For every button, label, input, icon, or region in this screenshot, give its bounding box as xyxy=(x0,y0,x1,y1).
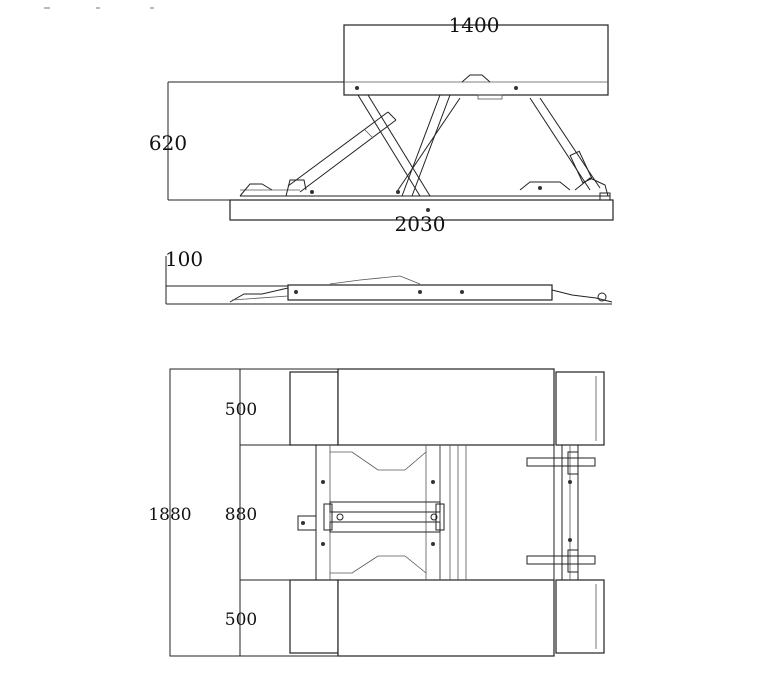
scissor-arm xyxy=(397,97,461,191)
ramp-hinge xyxy=(239,183,273,197)
frame-bolt xyxy=(321,542,325,546)
dim-lowered-height: 100 xyxy=(165,247,203,271)
scissor-arm xyxy=(411,94,451,197)
shaft-bolt xyxy=(568,538,572,542)
cross-bar-end xyxy=(323,503,333,531)
platform-pivot xyxy=(461,74,491,83)
center-frame-brace xyxy=(330,451,427,471)
frame-bolt xyxy=(396,190,400,194)
raised-platform xyxy=(343,24,609,96)
frame-bolt xyxy=(321,480,325,484)
base-stop xyxy=(599,192,611,201)
lowered-ramp xyxy=(229,287,289,303)
bottom-platform xyxy=(337,579,555,657)
top-platform xyxy=(337,368,555,446)
pivot-pin xyxy=(336,513,344,521)
top-view: 1880 500 880 500 xyxy=(148,368,605,657)
frame-bolt xyxy=(431,480,435,484)
shaft-collar xyxy=(567,549,579,573)
dim-gap-width: 880 xyxy=(225,505,257,525)
scissor-arm xyxy=(529,97,591,191)
scissor-arm xyxy=(539,97,601,189)
scissor-arm xyxy=(367,94,431,197)
dim-base-length: 2030 xyxy=(395,212,446,236)
hydraulic-cylinder xyxy=(287,111,389,187)
hydraulic-cylinder xyxy=(299,119,397,193)
cross-bar xyxy=(329,501,441,513)
ramp-hinge xyxy=(285,179,307,197)
base-plate xyxy=(229,199,614,221)
dim-platform-length: 1400 xyxy=(449,13,500,37)
side-view-raised: 1400 620 xyxy=(149,13,614,236)
lowered-ramp xyxy=(231,295,289,301)
ramp-hinge xyxy=(519,181,571,191)
bottom-ramp-left xyxy=(289,579,339,654)
top-ramp-left xyxy=(289,371,339,446)
lowered-bolt xyxy=(294,290,298,294)
bottom-ramp-right xyxy=(555,579,605,654)
side-view-lowered: 100 xyxy=(165,247,613,305)
hydraulic-cylinder xyxy=(364,129,374,139)
lowered-scissor xyxy=(329,275,421,285)
center-frame-brace xyxy=(330,555,427,574)
frame-bolt xyxy=(431,542,435,546)
pivot-pin xyxy=(430,513,438,521)
dim-platform-width-top: 500 xyxy=(225,400,257,420)
lowered-ramp xyxy=(551,289,613,303)
platform-bracket xyxy=(477,94,503,100)
frame-bolt xyxy=(310,190,314,194)
lowered-wheel xyxy=(597,292,607,302)
platform-bolt xyxy=(514,86,518,90)
cross-bar xyxy=(329,521,441,533)
frame-bolt xyxy=(538,186,542,190)
top-ramp-right xyxy=(555,371,605,446)
lowered-bolt xyxy=(460,290,464,294)
scissor-arm xyxy=(357,94,421,197)
shaft-arm-bottom xyxy=(526,555,596,565)
platform-bolt xyxy=(355,86,359,90)
ramp-hinge xyxy=(574,177,609,197)
scissor-arm xyxy=(401,94,441,197)
dim-total-width: 1880 xyxy=(148,505,191,525)
shaft-collar xyxy=(567,451,579,475)
dim-platform-width-bottom: 500 xyxy=(225,610,257,630)
base-bolt xyxy=(426,208,430,212)
shaft-arm-top xyxy=(526,457,596,467)
hydraulic-cylinder xyxy=(569,150,593,184)
dim-lift-height: 620 xyxy=(149,131,187,155)
hydraulic-cylinder xyxy=(387,111,397,121)
bracket-bolt xyxy=(301,521,305,525)
cross-bar-end xyxy=(435,503,445,531)
left-bracket xyxy=(297,515,317,531)
shaft-bolt xyxy=(568,480,572,484)
lowered-bolt xyxy=(418,290,422,294)
